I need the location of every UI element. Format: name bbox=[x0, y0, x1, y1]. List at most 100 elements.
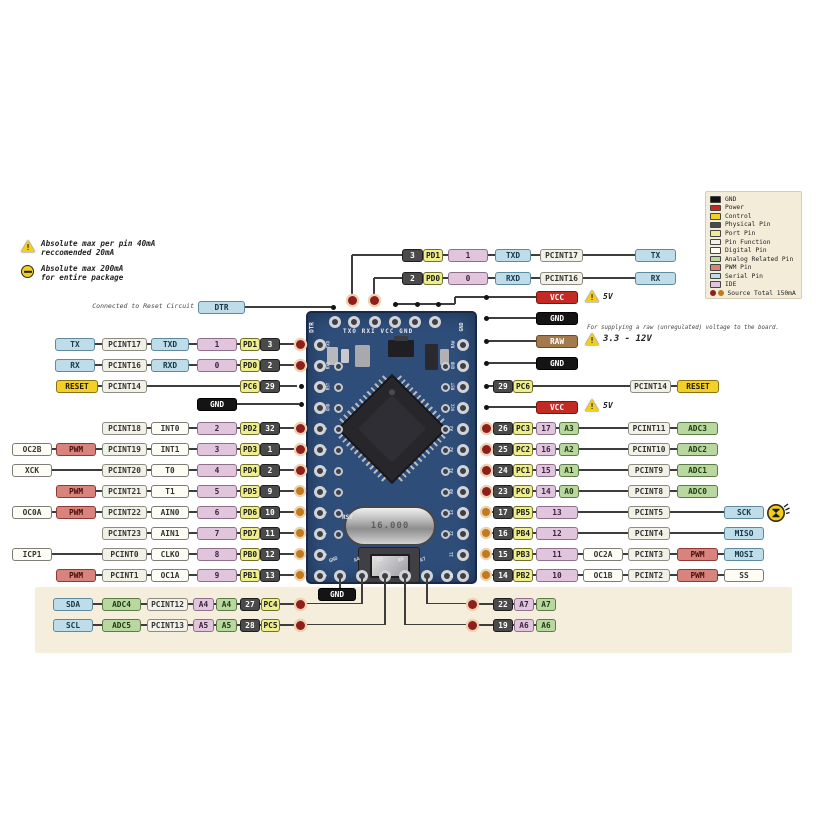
pin-5: 5 bbox=[197, 484, 237, 498]
capacitor bbox=[341, 349, 349, 363]
legend-item-label: Pin Function bbox=[725, 238, 771, 246]
board-pad bbox=[440, 445, 450, 455]
pin-25: 25 bbox=[493, 442, 513, 456]
silk-label: A1 bbox=[449, 467, 455, 474]
power-source-dot bbox=[482, 508, 490, 516]
wire bbox=[482, 511, 764, 513]
pin-rxd: RXD bbox=[151, 358, 189, 372]
capacitor bbox=[440, 349, 449, 365]
board-pad bbox=[440, 466, 450, 476]
pin-a5: A5 bbox=[193, 618, 214, 632]
pin-a1: A1 bbox=[559, 463, 579, 477]
pin-pwm: PWM bbox=[677, 547, 718, 561]
pin-27: 27 bbox=[240, 597, 260, 611]
junction-dot bbox=[414, 301, 420, 307]
pin-pcint12: PCINT12 bbox=[147, 597, 188, 611]
silk-gnd-right: GND bbox=[459, 322, 465, 332]
power-source-dot bbox=[296, 487, 304, 495]
pin-rx: RX bbox=[55, 358, 95, 372]
wire-segment bbox=[395, 303, 455, 305]
junction-dot bbox=[392, 301, 398, 307]
pin-oc1a: OC1A bbox=[151, 568, 189, 582]
board-pad bbox=[389, 316, 401, 328]
pin-a4: A4 bbox=[216, 597, 237, 611]
component bbox=[425, 344, 438, 370]
digital-swatch bbox=[710, 247, 721, 254]
pin-pcint13: PCINT13 bbox=[147, 618, 188, 632]
legend-item-label: Control bbox=[725, 212, 752, 220]
v5-label-bottom: 5V bbox=[603, 401, 613, 410]
junction-dot bbox=[330, 304, 336, 310]
pin-4: 4 bbox=[197, 463, 237, 477]
pin-pcint11: PCINT11 bbox=[628, 421, 670, 435]
board-pad bbox=[457, 486, 469, 498]
pin-pcint21: PCINT21 bbox=[102, 484, 147, 498]
board-pad bbox=[314, 444, 326, 456]
pin-2: 2 bbox=[260, 463, 280, 477]
legend-item-label: Serial Pin bbox=[725, 272, 763, 280]
power-source-dot bbox=[296, 508, 304, 516]
pin-txd: TXD bbox=[495, 248, 531, 262]
warning-circle-icon bbox=[21, 265, 34, 278]
voltage-regulator bbox=[388, 340, 414, 357]
wire bbox=[245, 306, 333, 308]
pin-pcint17: PCINT17 bbox=[540, 248, 583, 262]
silk-label: 11 bbox=[449, 551, 455, 558]
silk-label: GND bbox=[450, 361, 456, 370]
silk-label: 6 bbox=[322, 511, 328, 514]
pin-a7: A7 bbox=[514, 597, 534, 611]
port-swatch bbox=[710, 230, 721, 237]
pin-15: 15 bbox=[536, 463, 556, 477]
pin-22: 22 bbox=[493, 597, 513, 611]
junction-dot bbox=[483, 404, 489, 410]
warning-triangle-icon: ! bbox=[21, 240, 35, 253]
junction-dot bbox=[435, 301, 441, 307]
pin-a6: A6 bbox=[536, 618, 556, 632]
board-pad bbox=[457, 570, 469, 582]
board-pad bbox=[314, 339, 326, 351]
pin-txd: TXD bbox=[151, 337, 189, 351]
legend-item: Digital Pin bbox=[710, 246, 797, 255]
pin-pc1: PC1 bbox=[513, 463, 533, 477]
silk-label: VCC bbox=[450, 403, 456, 412]
pin-pd7: PD7 bbox=[240, 526, 260, 540]
legend-item-label: IDE bbox=[725, 281, 737, 289]
pin-pcint4: PCINT4 bbox=[628, 526, 670, 540]
pin-reset: RESET bbox=[677, 379, 719, 393]
junction-dot bbox=[483, 360, 489, 366]
power-source-dot bbox=[347, 295, 357, 305]
silk-label: A0 bbox=[449, 488, 455, 495]
pin-adc4: ADC4 bbox=[102, 597, 141, 611]
pin-pwm: PWM bbox=[677, 568, 718, 582]
power-source-dot bbox=[295, 620, 305, 630]
legend-item-label: Digital Pin bbox=[725, 247, 767, 255]
pin-14: 14 bbox=[536, 484, 556, 498]
pin-miso: MISO bbox=[724, 526, 764, 540]
legend-item-label: Port Pin bbox=[725, 229, 756, 237]
power-source-dot bbox=[296, 571, 304, 579]
pin-t1: T1 bbox=[151, 484, 189, 498]
pin-1: 1 bbox=[197, 337, 237, 351]
pin-pb1: PB1 bbox=[240, 568, 260, 582]
wire-segment bbox=[384, 577, 386, 625]
pin-pcint17: PCINT17 bbox=[102, 337, 147, 351]
pin-pc3: PC3 bbox=[513, 421, 533, 435]
pin-29: 29 bbox=[260, 379, 280, 393]
pin-a5: A5 bbox=[216, 618, 237, 632]
warning-triangle-icon: ! bbox=[585, 333, 599, 346]
pin-1: 1 bbox=[260, 442, 280, 456]
pin-adc5: ADC5 bbox=[102, 618, 141, 632]
pin-0: 0 bbox=[448, 271, 488, 285]
board-pad bbox=[457, 381, 469, 393]
pin-pcint8: PCINT8 bbox=[628, 484, 670, 498]
board-pad bbox=[440, 424, 450, 434]
legend-item-label: Physical Pin bbox=[725, 221, 771, 229]
board-pad bbox=[348, 316, 360, 328]
pin-3: 3 bbox=[402, 248, 423, 262]
board-pad bbox=[457, 360, 469, 372]
pin-gnd: GND bbox=[197, 397, 237, 411]
board-pad bbox=[409, 316, 421, 328]
pin-28: 28 bbox=[240, 618, 260, 632]
